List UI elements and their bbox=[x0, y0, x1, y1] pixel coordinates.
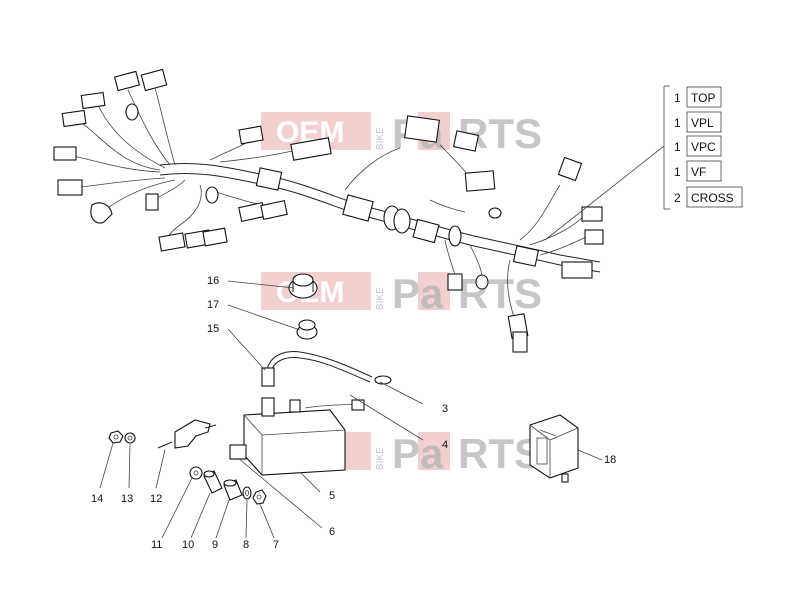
legend-qty: 1 bbox=[674, 116, 681, 130]
callout-17: 17 bbox=[207, 299, 219, 311]
callout-13: 13 bbox=[121, 493, 133, 505]
callout-6: 6 bbox=[329, 526, 335, 538]
callout-9: 9 bbox=[212, 539, 218, 551]
callout-11: 11 bbox=[151, 539, 162, 551]
legend-code-vpl: VPL bbox=[691, 116, 714, 130]
wiring-harness bbox=[53, 68, 604, 353]
callout-18: 18 bbox=[604, 454, 616, 466]
spacer-10 bbox=[203, 470, 223, 494]
nut-7 bbox=[252, 489, 267, 505]
watermark-rts: RTS bbox=[458, 430, 542, 477]
washer-13 bbox=[124, 432, 136, 444]
bush-9 bbox=[223, 479, 243, 501]
grommet-16 bbox=[288, 273, 318, 299]
legend-code-top: TOP bbox=[691, 91, 715, 105]
washer-11 bbox=[189, 466, 203, 480]
watermark-rts: RTS bbox=[458, 270, 542, 317]
legend-qty: 2 bbox=[674, 191, 681, 205]
control-unit-5 bbox=[229, 397, 365, 476]
callout-3: 3 bbox=[442, 403, 448, 415]
watermark-top: OEM BIKE Pa RTS bbox=[261, 110, 542, 157]
watermark-pa: Pa bbox=[392, 270, 444, 317]
watermark-middle: OEM BIKE Pa RTS bbox=[261, 270, 542, 317]
legend-qty: 1 bbox=[674, 140, 681, 154]
callout-5: 5 bbox=[329, 490, 335, 502]
variant-legend: 1 TOP 1 VPL 1 VPC 1 VF 2 CROSS bbox=[663, 85, 743, 210]
grommet-17 bbox=[296, 319, 318, 340]
bracket-12 bbox=[157, 419, 217, 449]
nut-14 bbox=[108, 430, 124, 444]
legend-code-cross: CROSS bbox=[691, 191, 734, 205]
callout-12: 12 bbox=[150, 493, 162, 505]
callout-16: 16 bbox=[207, 275, 219, 287]
leader-lines bbox=[99, 145, 665, 539]
legend-qty: 1 bbox=[674, 165, 681, 179]
watermark-bike: BIKE bbox=[375, 127, 386, 150]
ground-wire-15 bbox=[261, 351, 392, 387]
legend-qty: 1 bbox=[674, 91, 681, 105]
legend-code-vf: VF bbox=[691, 165, 706, 179]
callout-8: 8 bbox=[243, 539, 249, 551]
callout-10: 10 bbox=[182, 539, 194, 551]
watermark-bike: BIKE bbox=[375, 447, 386, 470]
callout-numbers: 16 17 15 3 4 5 6 14 13 12 11 10 9 8 7 18 bbox=[91, 275, 616, 551]
relay-18 bbox=[529, 414, 579, 483]
callout-15: 15 bbox=[207, 323, 219, 335]
watermark-pa: Pa bbox=[392, 430, 444, 477]
watermark-bike: BIKE bbox=[375, 287, 386, 310]
washer-8 bbox=[242, 486, 252, 500]
callout-7: 7 bbox=[273, 539, 279, 551]
callout-4: 4 bbox=[442, 439, 448, 451]
legend-code-vpc: VPC bbox=[691, 140, 716, 154]
callout-14: 14 bbox=[91, 493, 103, 505]
